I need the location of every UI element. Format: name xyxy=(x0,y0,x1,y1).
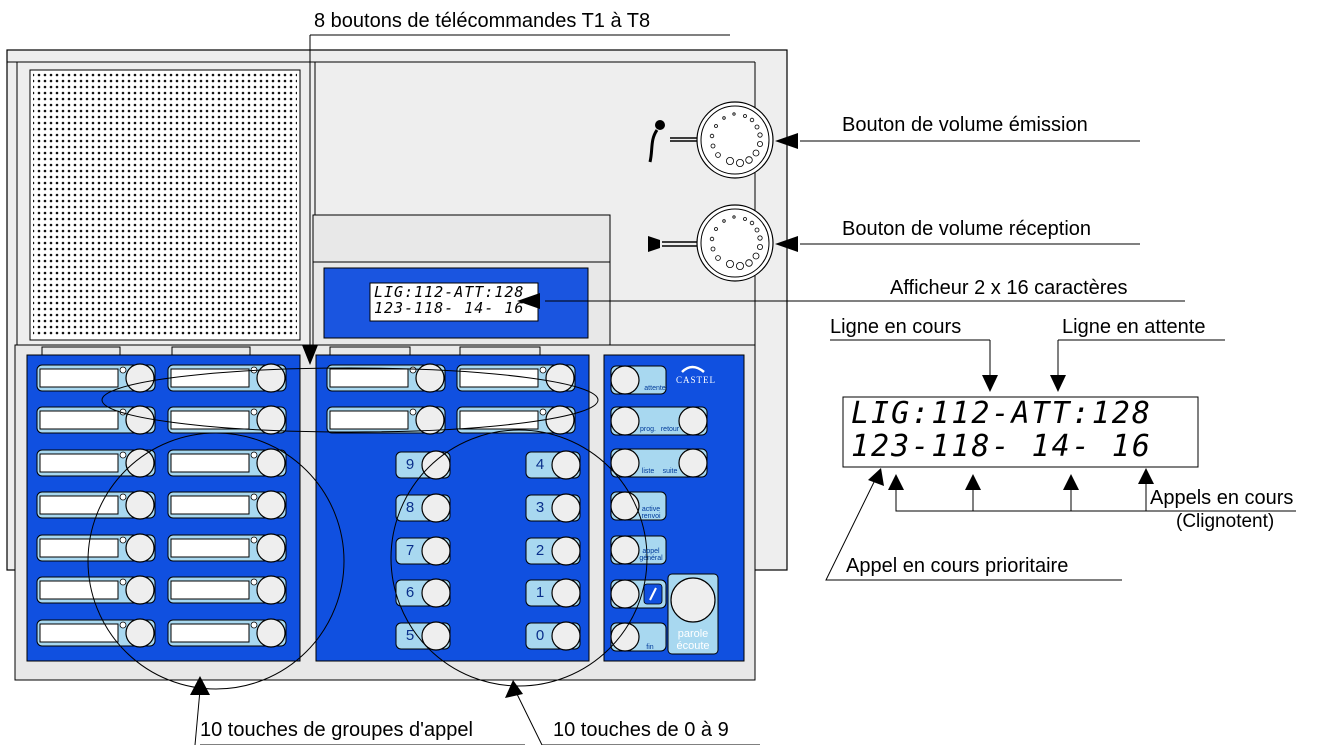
digit-label-0: 0 xyxy=(535,627,545,644)
active-renvoi-label: active renvoi xyxy=(641,506,661,520)
group-key-11[interactable] xyxy=(36,575,156,605)
group-key-4[interactable] xyxy=(167,405,287,435)
group-keys-panel xyxy=(26,354,301,662)
volume-emission-knob[interactable] xyxy=(696,101,774,179)
fin-label: fin xyxy=(646,644,654,651)
appel-general-key[interactable] xyxy=(610,535,667,565)
attente-key[interactable] xyxy=(610,365,667,395)
attente-label: attente xyxy=(644,385,666,392)
group-key-9[interactable] xyxy=(36,533,156,563)
group-key-3[interactable] xyxy=(36,405,156,435)
digit-keys-panel xyxy=(315,354,590,662)
group-key-1[interactable] xyxy=(36,363,156,393)
display-label: Afficheur 2 x 16 caractères xyxy=(890,277,1128,299)
digit-label-5: 5 xyxy=(405,627,415,644)
group-key-14[interactable] xyxy=(167,618,287,648)
group-key-5[interactable] xyxy=(36,448,156,478)
digit-label-6: 6 xyxy=(405,584,415,601)
liste-suite-keys[interactable] xyxy=(610,448,708,478)
large-display xyxy=(842,396,1199,468)
group-key-13[interactable] xyxy=(36,618,156,648)
digit-keys-circle xyxy=(390,429,648,687)
microphone-icon xyxy=(648,120,697,163)
group-key-10[interactable] xyxy=(167,533,287,563)
parole-label: parole xyxy=(677,628,709,640)
volume-emission-label: Bouton de volume émission xyxy=(842,114,1088,136)
remote-key-t5[interactable] xyxy=(326,363,446,393)
group-key-12[interactable] xyxy=(167,575,287,605)
active-renvoi-key[interactable] xyxy=(610,491,667,521)
arrowheads xyxy=(190,133,1154,698)
group-keys-label: 10 touches de groupes d'appel xyxy=(200,719,473,741)
digit-key-7[interactable] xyxy=(395,536,451,566)
digit-label-4: 4 xyxy=(535,456,545,473)
pen-icon xyxy=(643,583,663,605)
display-housing xyxy=(312,214,611,346)
line-waiting-label: Ligne en attente xyxy=(1062,316,1206,338)
digit-label-8: 8 xyxy=(405,499,415,516)
digit-key-9[interactable] xyxy=(395,450,451,480)
digit-key-0[interactable] xyxy=(525,621,581,651)
blinking-label: (Clignotent) xyxy=(1176,511,1275,532)
group-key-8[interactable] xyxy=(167,490,287,520)
digit-key-1[interactable] xyxy=(525,578,581,608)
digit-key-5[interactable] xyxy=(395,621,451,651)
digit-label-3: 3 xyxy=(535,499,545,516)
group-key-6[interactable] xyxy=(167,448,287,478)
t-buttons-label: 8 boutons de télécommandes T1 à T8 xyxy=(314,10,651,32)
remote-key-t7[interactable] xyxy=(326,405,446,435)
appel-general-label: appel général xyxy=(639,548,663,562)
volume-reception-knob[interactable] xyxy=(696,204,774,282)
t-buttons-ellipse xyxy=(101,367,599,433)
volume-reception-label: Bouton de volume réception xyxy=(842,218,1092,240)
callout-shapes xyxy=(87,367,648,690)
digit-key-4[interactable] xyxy=(525,450,581,480)
prog-label: prog. xyxy=(640,426,656,433)
suite-label: suite xyxy=(662,468,678,475)
digit-label-9: 9 xyxy=(405,456,415,473)
remote-key-t6[interactable] xyxy=(456,363,576,393)
calls-in-progress-label: Appels en cours xyxy=(1150,487,1294,509)
digit-key-8[interactable] xyxy=(395,493,451,523)
prog-retour-keys[interactable] xyxy=(610,406,708,436)
digit-label-2: 2 xyxy=(535,542,545,559)
parole-ecoute-button[interactable] xyxy=(670,577,716,623)
speaker-icon xyxy=(648,236,697,252)
digit-label-1: 1 xyxy=(535,584,545,601)
ecoute-label: écoute xyxy=(676,640,710,652)
large-display-line2: 123-118- 14- 16 xyxy=(851,429,1152,464)
retour-label: retour xyxy=(660,426,680,433)
group-key-7[interactable] xyxy=(36,490,156,520)
priority-call-label: Appel en cours prioritaire xyxy=(846,555,1069,577)
line-current-label: Ligne en cours xyxy=(830,316,962,338)
digit-label-7: 7 xyxy=(405,542,415,559)
digit-keys-label: 10 touches de 0 à 9 xyxy=(553,719,729,741)
large-display-line1: LIG:112-ATT:128 xyxy=(851,396,1152,431)
small-display-line2: 123-118- 14- 16 xyxy=(374,299,525,317)
castel-logo xyxy=(681,365,705,373)
castel-brand: CASTEL xyxy=(676,375,717,385)
function-keys-panel xyxy=(603,354,745,662)
digit-key-2[interactable] xyxy=(525,536,581,566)
digit-key-3[interactable] xyxy=(525,493,581,523)
small-display-line1: LIG:112-ATT:128 xyxy=(374,283,525,301)
group-keys-circle xyxy=(87,432,345,690)
speaker-grille xyxy=(29,69,301,341)
group-key-2[interactable] xyxy=(167,363,287,393)
liste-label: liste xyxy=(641,468,655,475)
digit-key-6[interactable] xyxy=(395,578,451,608)
